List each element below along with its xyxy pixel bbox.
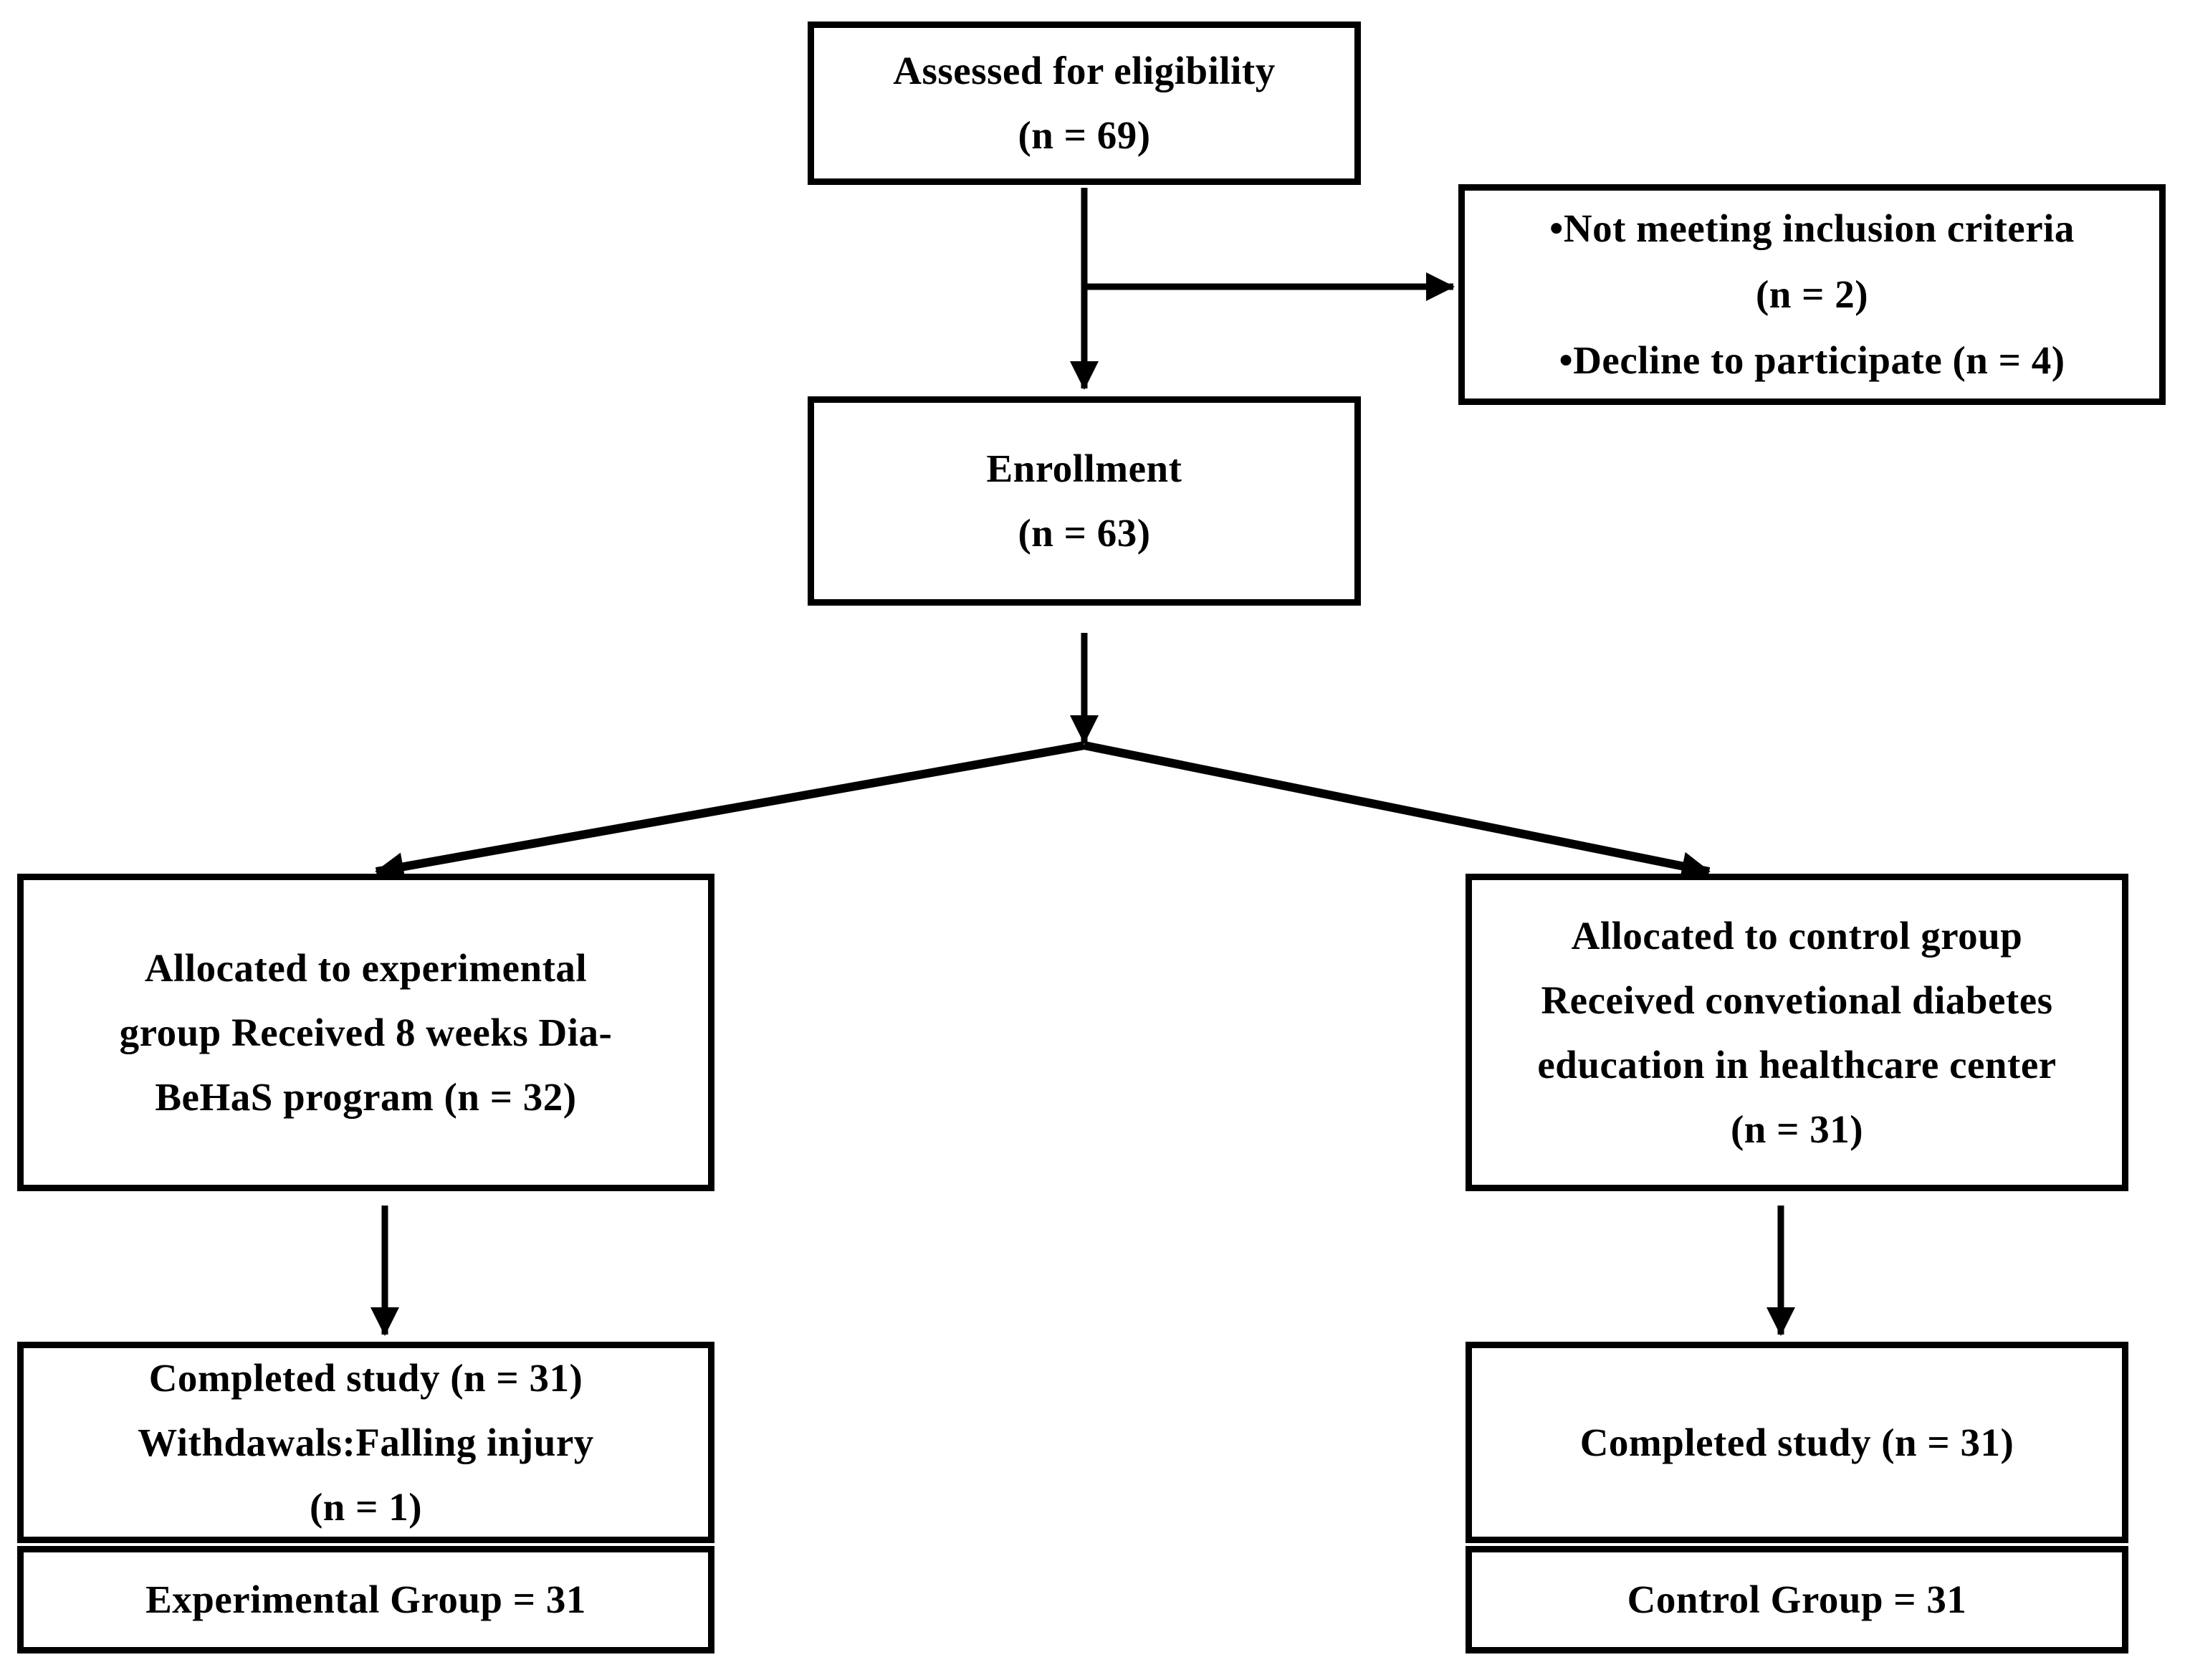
experimental-group-total-line: Experimental Group = 31 [145, 1578, 586, 1621]
excluded-reason-1-count: (n = 2) [1755, 272, 1869, 316]
arrow-split-to-control [1083, 741, 1711, 881]
completed-control-box: Completed study (n = 31) [1466, 1342, 2128, 1543]
allocated-control-line-1: Allocated to control group [1571, 913, 2023, 958]
allocated-control-box: Allocated to control group Received conv… [1466, 874, 2128, 1191]
assessed-line: Assessed for eligibility [893, 49, 1276, 92]
allocated-experimental-line-3: BeHaS program (n = 32) [155, 1074, 577, 1119]
enrollment-count: (n = 63) [1018, 511, 1151, 555]
assessed-for-eligibility-box: Assessed for eligibility (n = 69) [808, 22, 1361, 185]
control-group-total-line: Control Group = 31 [1627, 1578, 1967, 1621]
allocated-experimental-line-2: group Received 8 weeks Dia- [119, 1010, 613, 1054]
enrollment-box: Enrollment (n = 63) [808, 396, 1361, 606]
experimental-group-total-box: Experimental Group = 31 [17, 1546, 714, 1653]
completed-experimental-line-3: (n = 1) [309, 1484, 423, 1529]
excluded-reason-2: •Decline to participate (n = 4) [1559, 338, 2065, 382]
allocated-experimental-line-1: Allocated to experimental [144, 945, 588, 990]
allocated-control-count: (n = 31) [1730, 1107, 1864, 1151]
excluded-box: •Not meeting inclusion criteria (n = 2) … [1458, 184, 2166, 405]
completed-experimental-line-2: Withdawals:Falling injury [138, 1420, 594, 1464]
completed-control-line: Completed study (n = 31) [1579, 1420, 2014, 1464]
excluded-reason-1: •Not meeting inclusion criteria [1549, 206, 2075, 250]
completed-experimental-box: Completed study (n = 31) Withdawals:Fall… [17, 1342, 714, 1543]
control-group-total-box: Control Group = 31 [1466, 1546, 2128, 1653]
arrow-split-to-experimental [375, 741, 1086, 882]
enrollment-line: Enrollment [986, 447, 1182, 490]
completed-experimental-line-1: Completed study (n = 31) [148, 1355, 583, 1400]
assessed-count: (n = 69) [1018, 113, 1151, 157]
allocated-experimental-box: Allocated to experimental group Received… [17, 874, 714, 1191]
allocated-control-line-2: Received convetional diabetes [1541, 978, 2053, 1022]
allocated-control-line-3: education in healthcare center [1537, 1042, 2057, 1087]
